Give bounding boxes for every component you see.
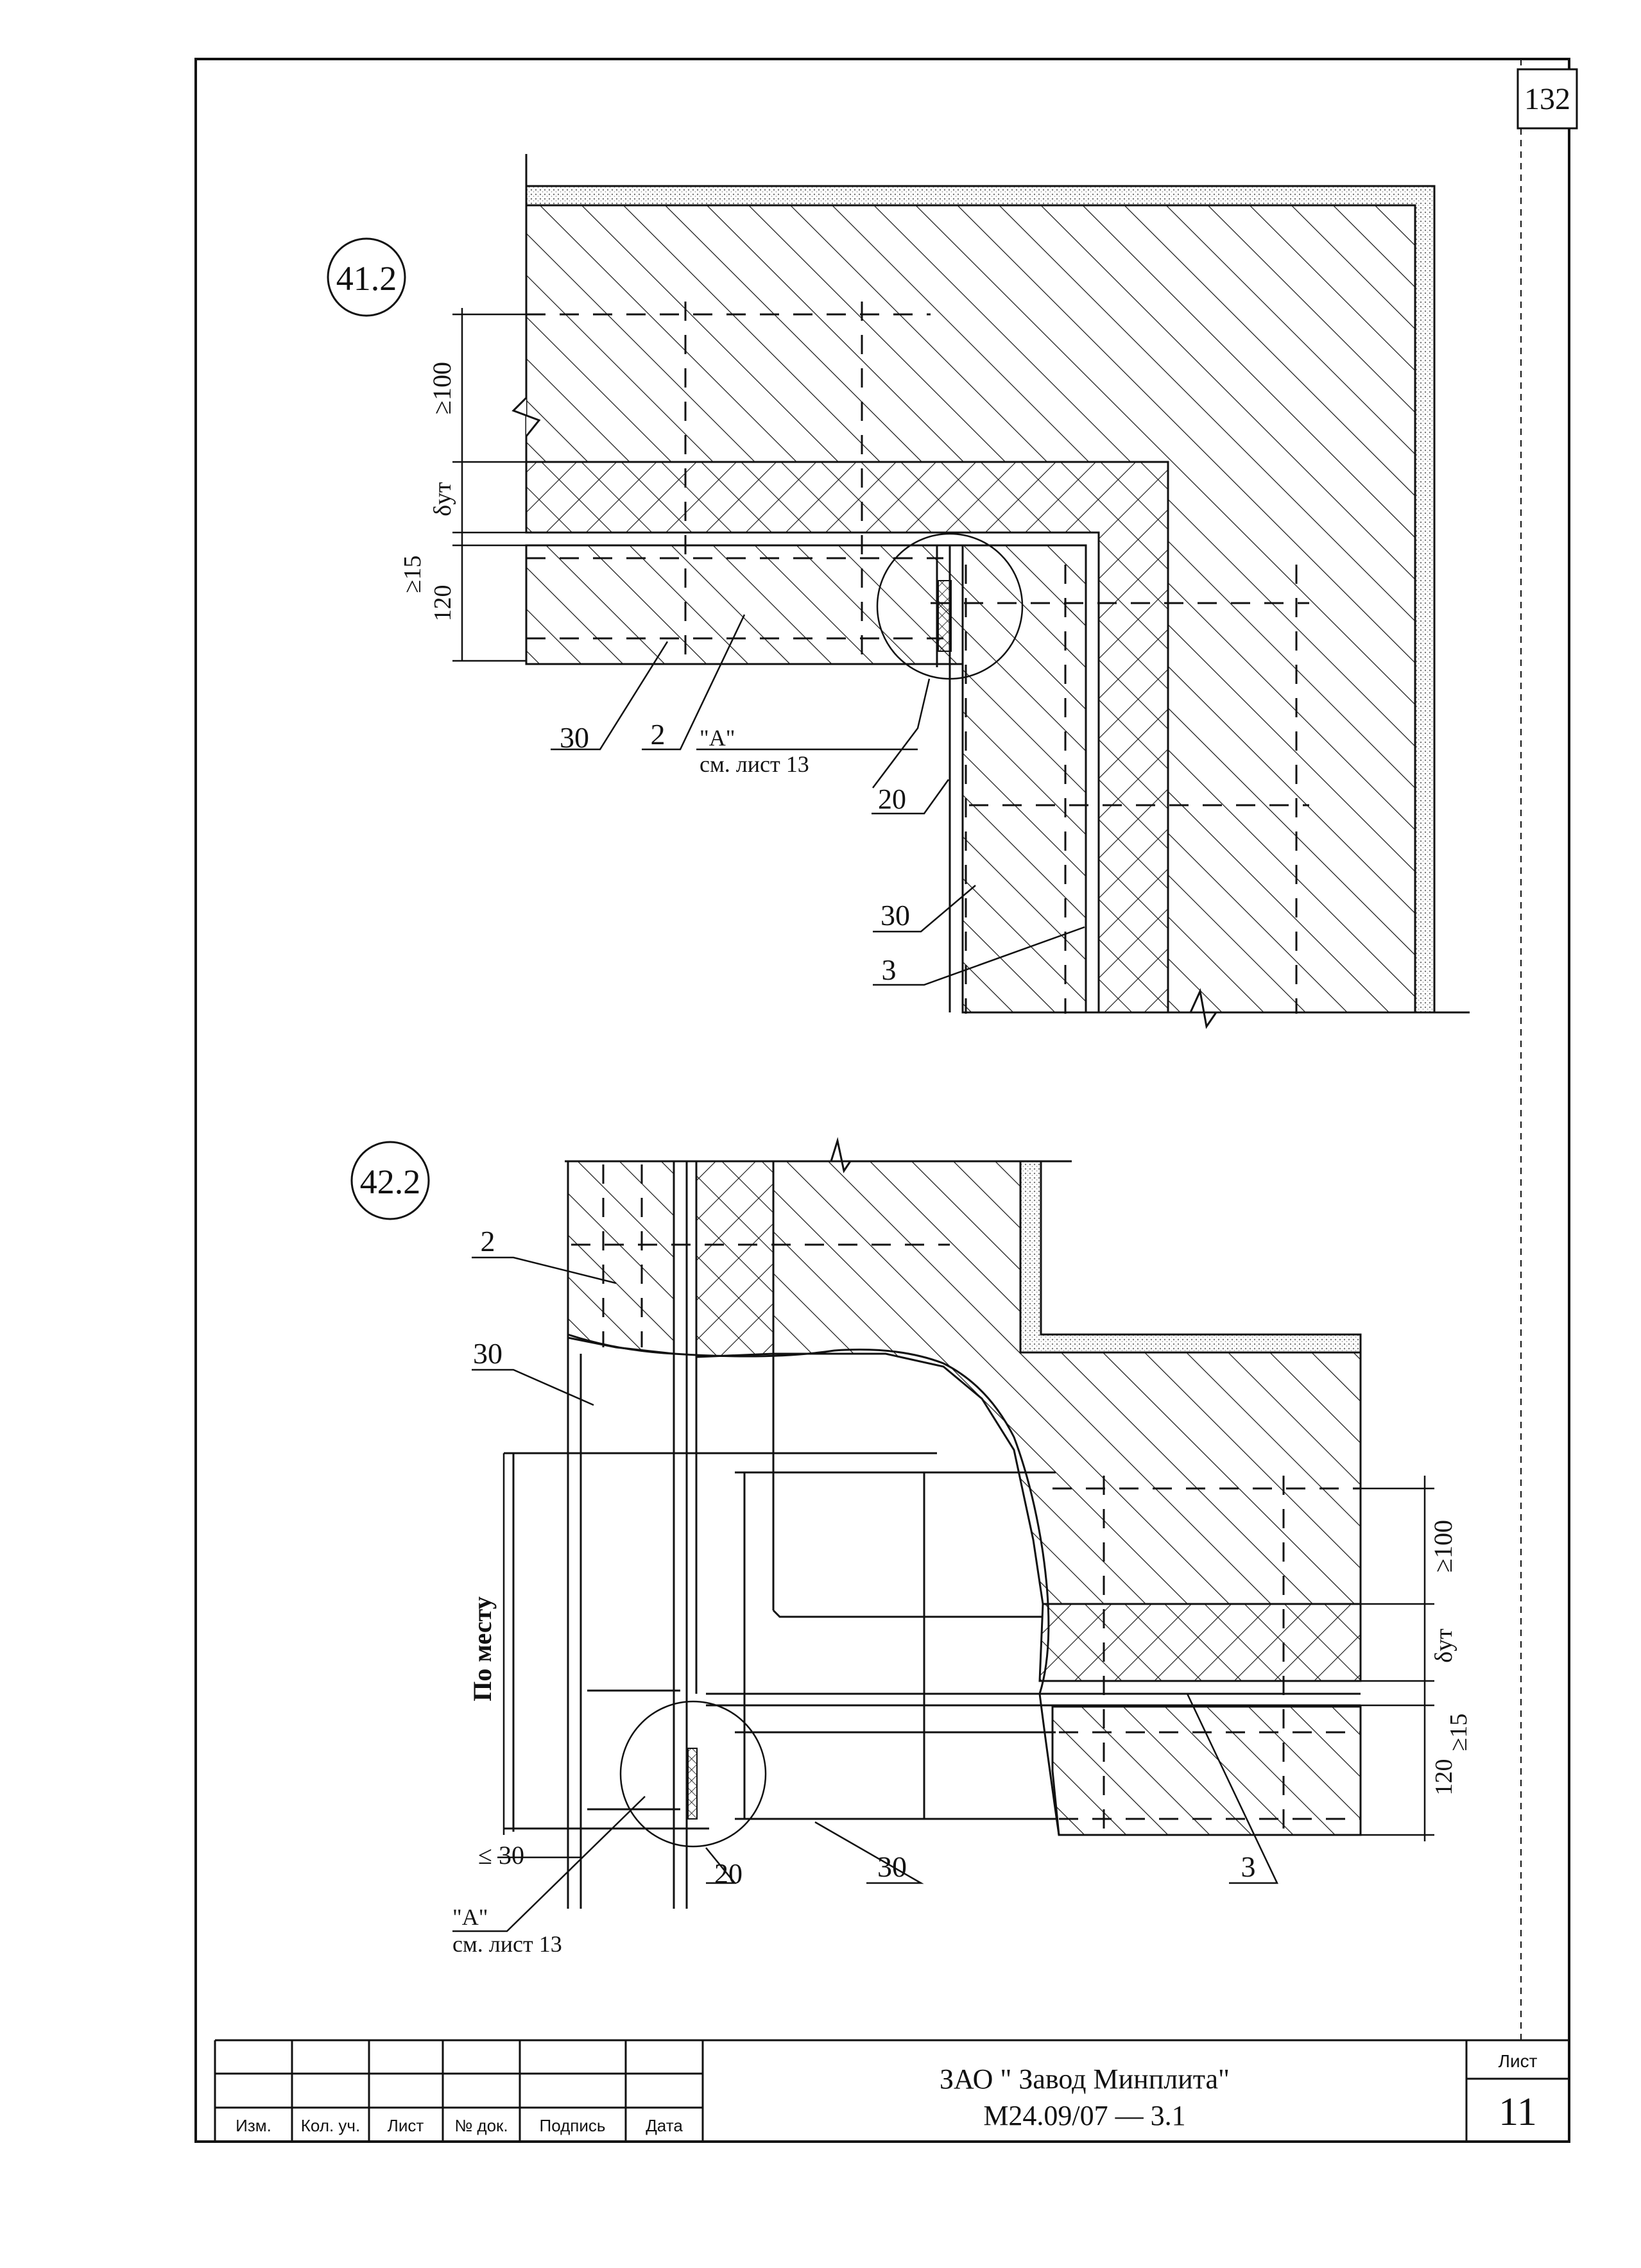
document-code: М24.09/07 — 3.1	[983, 2100, 1185, 2131]
plaster-layer-2	[1019, 1160, 1362, 1354]
callout-30-c: 30	[473, 1337, 503, 1370]
marker-42-2: 42.2	[360, 1163, 421, 1201]
col-data: Дата	[646, 2116, 683, 2135]
masonry-wall-2-lower	[1051, 1705, 1362, 1836]
marker-42-2-circle	[350, 1141, 430, 1220]
dim-le-30: ≤ 30	[478, 1841, 524, 1870]
ref-a-name-2: "А"	[452, 1904, 488, 1930]
col-izm: Изм.	[236, 2116, 271, 2135]
callout-30-a: 30	[560, 721, 589, 754]
dim-120-2: 120	[1431, 1759, 1457, 1796]
sheet-number: 11	[1499, 2090, 1537, 2134]
ref-a-sheet: см. лист 13	[700, 751, 809, 777]
sealant-joint	[938, 580, 952, 652]
col-kol-uch: Кол. уч.	[301, 2116, 360, 2135]
dim-min-100: ≥100	[427, 362, 456, 414]
dim-delta-2: δут	[1431, 1628, 1457, 1663]
callout-30-d: 30	[877, 1850, 907, 1883]
sheet-frame	[194, 58, 1578, 2143]
leaders	[551, 614, 1085, 986]
callout-2-2: 2	[481, 1225, 495, 1258]
dim-120: 120	[429, 585, 456, 622]
company-name: ЗАО " Завод Минплита"	[940, 2063, 1230, 2095]
detail-a-circle-2	[619, 1700, 767, 1848]
dimension-chain	[452, 308, 526, 662]
dim-po-mestu: По месту	[468, 1596, 497, 1701]
col-doc: № док.	[454, 2116, 508, 2135]
page-number: 132	[1524, 82, 1570, 116]
detail-41-2: ≥100 δут ≥15 120 41.2 30 2 "А" см. лист …	[327, 154, 1470, 1029]
break-line-top	[511, 154, 541, 462]
col-list: Лист	[388, 2116, 424, 2135]
dimension-chain-2-left	[497, 1453, 582, 1867]
ref-a-name: "А"	[700, 725, 735, 751]
callout-30-b: 30	[881, 899, 910, 932]
dim-min-15-2: ≥15	[1445, 1714, 1472, 1752]
reinforcement-mesh	[526, 302, 1309, 1014]
sealant-joint-2	[687, 1748, 698, 1820]
marker-41-2: 41.2	[336, 259, 397, 298]
title-block	[214, 2039, 1569, 2142]
marker-41-2-circle	[327, 237, 406, 317]
dim-delta: δут	[429, 482, 456, 516]
col-podpis: Подпись	[540, 2116, 606, 2135]
leaders-2	[452, 1256, 1278, 1932]
reinforcement-mesh-2	[571, 1164, 1361, 1835]
sheet-label: Лист	[1499, 2051, 1538, 2071]
detail-a-circle	[876, 533, 1024, 680]
facing-wall-2	[567, 1160, 675, 1355]
dim-min-15: ≥15	[399, 556, 426, 593]
dimension-chain-2-right	[1361, 1476, 1434, 1841]
callout-20: 20	[878, 783, 906, 815]
callout-3-2: 3	[1241, 1850, 1256, 1883]
masonry-wall-2	[772, 1160, 1362, 1605]
insulation-layer-2	[695, 1160, 775, 1358]
break-mark-top	[565, 1137, 1072, 1173]
reinforcement-solid	[504, 1452, 1056, 1832]
break-curve	[567, 1333, 1060, 1836]
ref-a-sheet-2: см. лист 13	[452, 1931, 562, 1957]
break-line-bottom	[963, 988, 1470, 1029]
detail-42-2: 42.2 2 30 30 3 20 "А" см. лист 13 По мес…	[350, 1137, 1472, 1957]
callout-3: 3	[882, 953, 897, 986]
callout-20-2: 20	[714, 1858, 743, 1889]
callout-2: 2	[651, 718, 666, 751]
facing-wall	[525, 544, 1087, 1014]
insulation-layer-2b	[1038, 1603, 1362, 1682]
dim-min-100-2: ≥100	[1429, 1520, 1457, 1573]
